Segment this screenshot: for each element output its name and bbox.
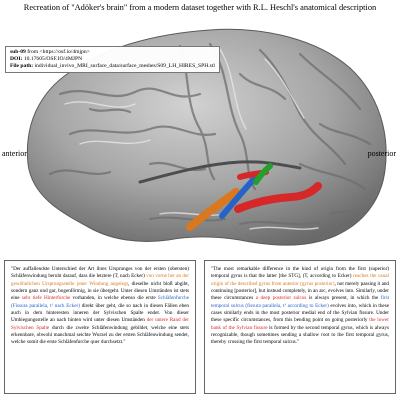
transverse-gyrus-green <box>253 163 273 185</box>
german-description-box: "Der auffallendste Unterschied der Art i… <box>4 260 196 394</box>
highlight-orange: von vorne her an der gewöhnlichen Urspru… <box>11 273 189 287</box>
file-path-line: File path: individual_invivo_MRI_surface… <box>10 63 215 70</box>
highlight-blue: first temporal sulcus (fissura parallela… <box>211 295 390 309</box>
dataset-info-box: sub-09 from <https://osf.io/4mjpn> DOI: … <box>5 46 220 74</box>
highlight-red: the lower bank of the Sylvian fissure <box>211 317 389 331</box>
brain-figure: sub-09 from <https://osf.io/4mjpn> DOI: … <box>0 14 400 252</box>
anterior-gyrus-origin-orange <box>186 188 240 231</box>
brain-surface-icon <box>26 28 387 246</box>
figure-title: Recreation of "Adöker's brain" from a mo… <box>23 3 377 12</box>
subject-line: sub-09 from <https://osf.io/4mjpn> <box>10 49 90 55</box>
first-temporal-sulcus-blue <box>219 176 257 219</box>
anterior-label: anterior <box>2 149 27 158</box>
highlight-red: sehr tiefe Hinterfurche <box>21 295 71 302</box>
highlight-orange: reaches the usual origin of the describe… <box>211 273 389 287</box>
doi-line: DOI: 10.17605/OSF.IO/4MJPN <box>10 56 83 63</box>
lower-bank-sylvian-red <box>234 182 322 213</box>
highlight-red: a deep posterior sulcus <box>255 295 307 302</box>
sylvian-fissure <box>138 160 302 184</box>
highlight-red: der untere Rand der Sylvischen Spalte <box>11 317 189 331</box>
english-description-box: "The most remarkable difference in the k… <box>204 260 396 394</box>
posterior-label: posterior <box>367 149 396 158</box>
highlight-blue: Schläfenfurche (Fissura parallela, t¹ na… <box>11 295 189 309</box>
